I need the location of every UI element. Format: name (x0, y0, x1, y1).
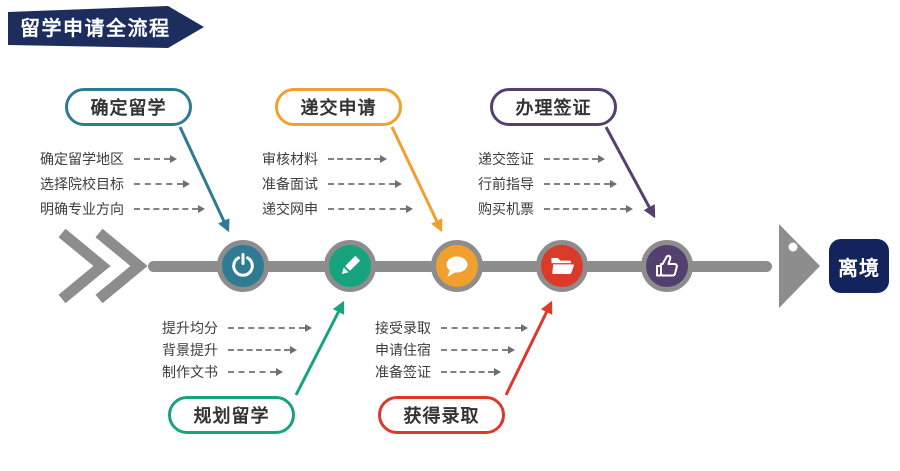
dashed-line (134, 157, 170, 160)
dashed-line (134, 207, 198, 210)
dashed-line (228, 371, 276, 373)
task-label: 制作文书 (162, 364, 218, 380)
stage-label: 规划留学 (193, 406, 270, 426)
task-item: 确定留学地区 (40, 146, 205, 171)
task-label: 审核材料 (262, 150, 318, 167)
dashed-line (328, 157, 380, 160)
stage-node-offer (536, 240, 588, 292)
stage-node-visa (641, 240, 693, 292)
task-item: 申请住宿 (375, 339, 528, 361)
task-group-visa: 递交签证 行前指导 购买机票 (478, 146, 633, 221)
task-item: 行前指导 (478, 171, 633, 196)
task-label: 购买机票 (478, 200, 534, 217)
pencil-icon (341, 256, 360, 275)
arrowhead-icon (170, 154, 177, 163)
stage-label: 确定留学 (90, 98, 167, 118)
arrowhead-icon (406, 204, 413, 213)
stage-node-apply (431, 240, 483, 292)
dashed-line (328, 182, 395, 185)
connector-visa (604, 126, 656, 219)
title-banner: 留学申请全流程 (8, 6, 204, 48)
task-item: 递交网申 (262, 196, 413, 221)
power-icon (232, 253, 254, 277)
task-label: 申请住宿 (375, 342, 431, 358)
task-label: 行前指导 (478, 175, 534, 192)
stage-pill-offer: 获得录取 (378, 396, 505, 434)
arrowhead-icon (198, 204, 205, 213)
task-item: 购买机票 (478, 196, 633, 221)
task-group-plan: 提升均分 背景提升 制作文书 (162, 317, 312, 383)
stage-node-confirm (217, 240, 269, 292)
task-group-offer: 接受录取 申请住宿 准备签证 (375, 317, 528, 383)
stage-pill-apply: 递交申请 (275, 88, 402, 126)
dashed-line (441, 371, 494, 373)
task-label: 提升均分 (162, 320, 218, 336)
dashed-line (134, 182, 183, 185)
dashed-line (228, 349, 290, 351)
connector-confirm (178, 126, 230, 233)
arrowhead-icon (610, 179, 617, 188)
folder-open-icon (551, 258, 574, 275)
page-title: 留学申请全流程 (20, 18, 171, 40)
dashed-line (544, 207, 626, 210)
arrowhead-icon (395, 179, 402, 188)
task-item: 背景提升 (162, 339, 312, 361)
stage-label: 获得录取 (403, 406, 480, 426)
connector-offer (504, 300, 553, 396)
stage-label: 办理签证 (515, 98, 592, 118)
task-item: 准备面试 (262, 171, 413, 196)
task-item: 准备签证 (375, 361, 528, 383)
task-label: 接受录取 (375, 320, 431, 336)
stage-node-plan (324, 240, 376, 292)
dashed-line (441, 349, 508, 351)
stage-pill-confirm: 确定留学 (65, 88, 192, 126)
dashed-line (328, 207, 406, 210)
arrowhead-icon (494, 368, 501, 376)
dashed-line (228, 327, 305, 329)
task-label: 明确专业方向 (40, 200, 124, 217)
dashed-line (544, 182, 610, 185)
task-label: 确定留学地区 (40, 150, 124, 167)
task-label: 背景提升 (162, 342, 218, 358)
arrowhead-icon (305, 324, 312, 332)
task-group-confirm: 确定留学地区 选择院校目标 明确专业方向 (40, 146, 205, 221)
task-label: 递交网申 (262, 200, 318, 217)
arrowhead-icon (380, 154, 387, 163)
task-item: 审核材料 (262, 146, 413, 171)
arrowhead-icon (290, 346, 297, 354)
task-item: 接受录取 (375, 317, 528, 339)
connector-apply (390, 126, 443, 233)
stage-label: 递交申请 (300, 98, 377, 118)
timeline-arrowhead (779, 224, 820, 308)
task-item: 制作文书 (162, 361, 312, 383)
arrowhead-icon (276, 368, 283, 376)
task-item: 递交签证 (478, 146, 633, 171)
double-chevron-icon (58, 228, 148, 304)
arrowhead-icon (508, 346, 515, 354)
departure-box: 离境 (829, 239, 889, 293)
arrowhead-icon (598, 154, 605, 163)
task-label: 递交签证 (478, 150, 534, 167)
stage-pill-plan: 规划留学 (168, 396, 295, 434)
task-item: 提升均分 (162, 317, 312, 339)
task-group-apply: 审核材料 准备面试 递交网申 (262, 146, 413, 221)
task-item: 选择院校目标 (40, 171, 205, 196)
dashed-line (441, 327, 521, 329)
task-label: 选择院校目标 (40, 175, 124, 192)
arrowhead-icon (521, 324, 528, 332)
arrowhead-icon (183, 179, 190, 188)
chat-bubble-icon (446, 256, 468, 277)
task-item: 明确专业方向 (40, 196, 205, 221)
connector-plan (294, 300, 345, 396)
arrowhead-icon (626, 204, 633, 213)
task-label: 准备面试 (262, 175, 318, 192)
departure-label: 离境 (838, 257, 880, 280)
thumbs-up-icon (656, 254, 678, 277)
stage-pill-visa: 办理签证 (490, 88, 617, 126)
dashed-line (544, 157, 598, 160)
task-label: 准备签证 (375, 364, 431, 380)
